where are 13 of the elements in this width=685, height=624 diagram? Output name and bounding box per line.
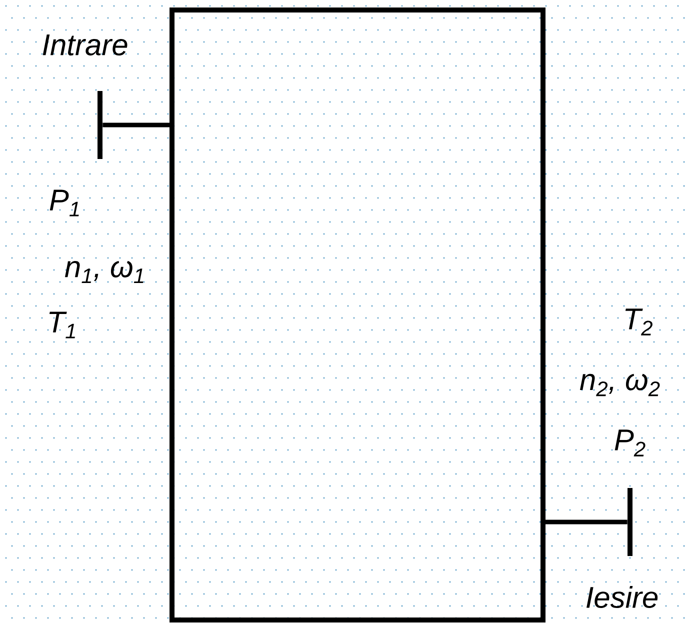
shaft-end-bar bbox=[628, 488, 632, 556]
torque-label: T$_{2}$ bbox=[625, 308, 652, 336]
speed-label: n$_{2}$, ω$_{2}$ bbox=[580, 374, 660, 396]
shaft-label: Iesire bbox=[586, 586, 658, 608]
shaft-line bbox=[102, 122, 170, 128]
power-label: P$_{1}$ bbox=[50, 190, 79, 216]
power-label: P$_{2}$ bbox=[614, 430, 646, 456]
torque-label: T$_{1}$ bbox=[49, 312, 75, 338]
shaft-line bbox=[546, 520, 628, 524]
speed-label: n$_{1}$, ω$_{1}$ bbox=[64, 261, 144, 284]
shaft-end-bar bbox=[98, 91, 102, 159]
gearbox-box bbox=[170, 8, 546, 622]
shaft-label: Intrare bbox=[42, 34, 128, 56]
